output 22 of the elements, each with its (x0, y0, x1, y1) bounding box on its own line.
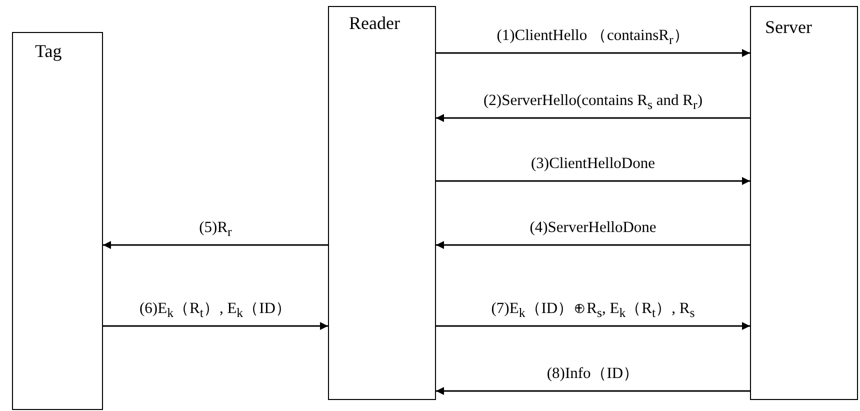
arrow (103, 241, 328, 249)
participant-label: Server (765, 17, 812, 38)
lifeline-box (750, 6, 858, 400)
edge-label: (6)E$_{k}$（R$_{t}$）, E$_{k}$（ID） (140, 300, 292, 322)
arrow (436, 49, 750, 57)
arrow (103, 322, 328, 330)
arrow (436, 114, 750, 122)
arrow (436, 241, 750, 249)
participant-label: Tag (35, 41, 62, 62)
arrow (436, 322, 750, 330)
edge-label: (2)ServerHello(contains R$_{s}$ and R$_{r}$) (484, 92, 702, 114)
edge-label: (8)Info（ID） (546, 365, 640, 383)
arrow (436, 387, 750, 395)
edge-label: (5)R$_{r}$ (199, 219, 232, 242)
edge-label: (4)ServerHelloDone (530, 219, 656, 237)
arrow (436, 177, 750, 185)
edge-label: (3)ClientHelloDone (531, 155, 655, 173)
lifeline-box (12, 32, 103, 410)
edge-label: (1)ClientHello （containsR$_{r}$） (496, 27, 690, 50)
participant-label: Reader (349, 13, 400, 34)
lifeline-box (328, 6, 436, 400)
edge-label: (7)E$_{k}$（ID）⊕R$_{s}$, E$_{k}$（R$_{t}$）, R$_{s}$ (491, 300, 695, 322)
